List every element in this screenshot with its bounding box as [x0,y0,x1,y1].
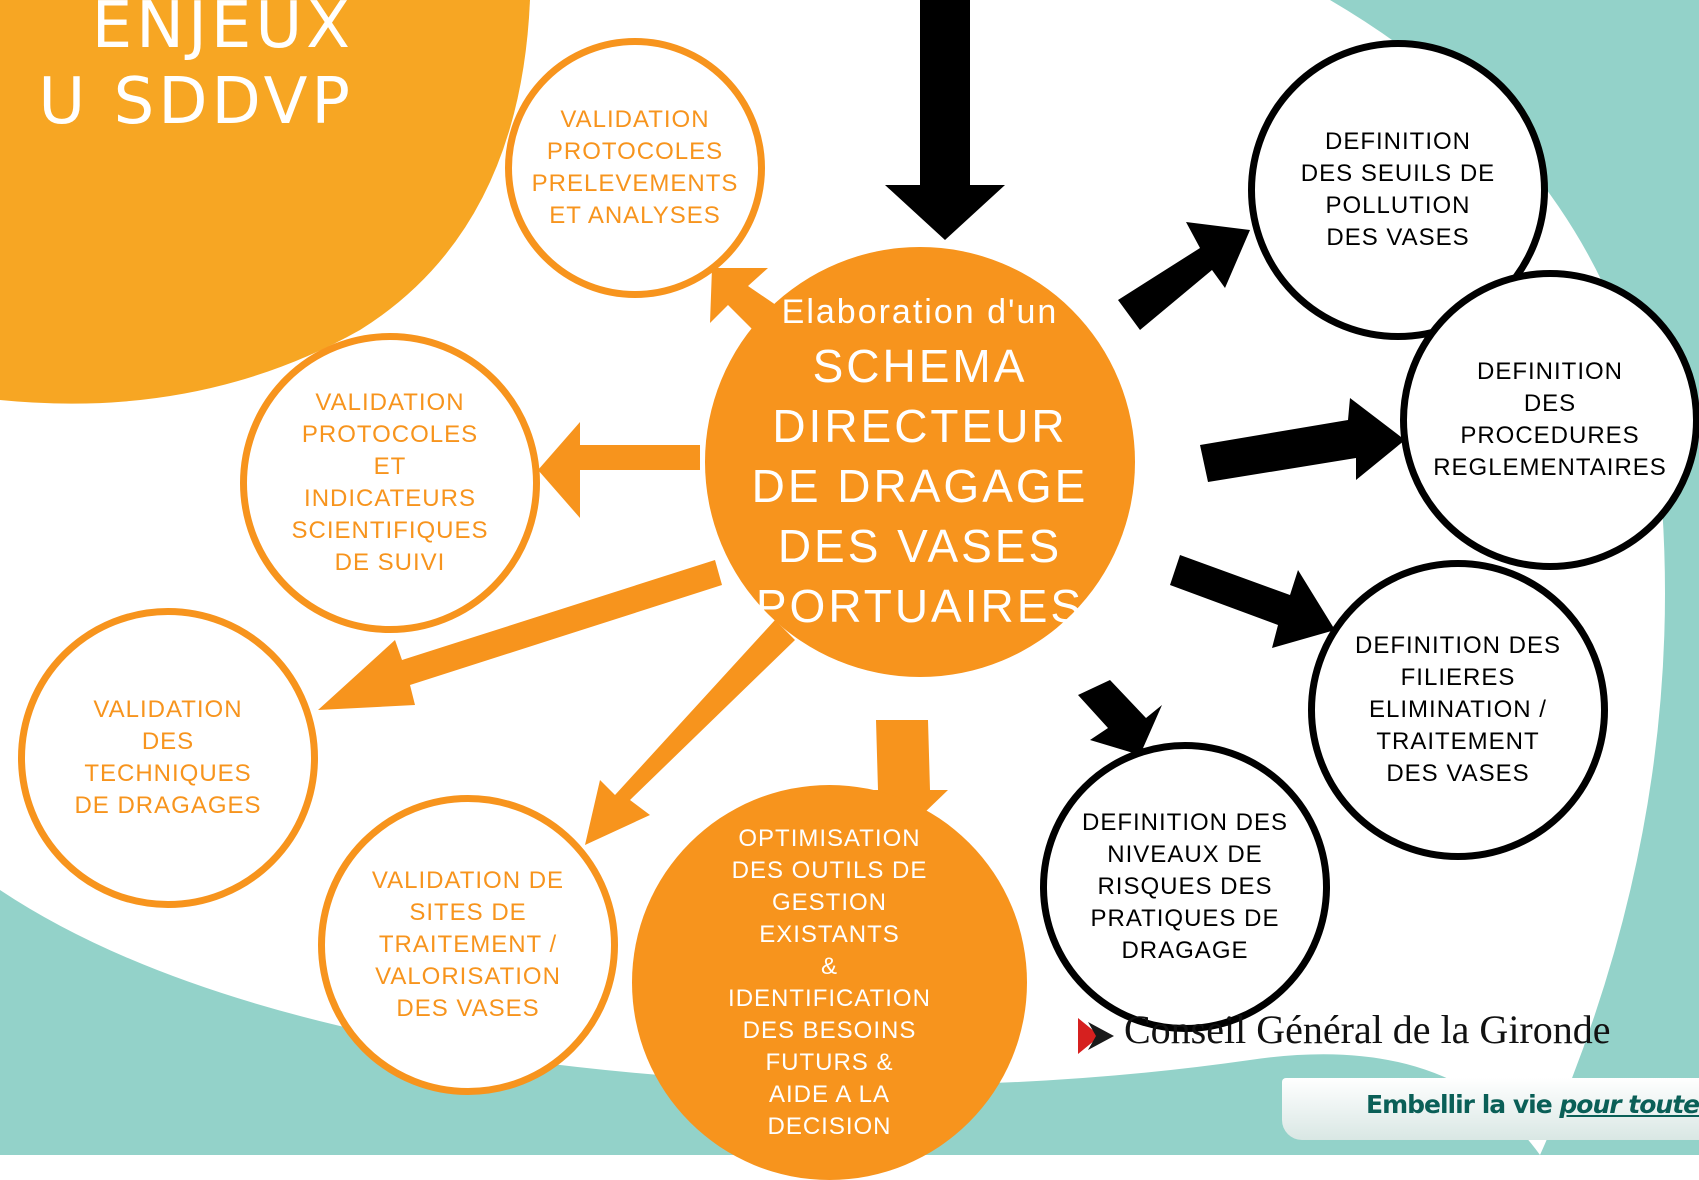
node-text-line: VALIDATION [93,696,243,723]
node-text-line: DES BESOINS [742,1016,917,1044]
center-line: PORTUAIRES [755,580,1085,632]
logo-tagline: Embellir la vie pour toute la vie [1366,1090,1699,1119]
node-text-line: PROCEDURES [1460,422,1640,449]
node-text-line: VALIDATION [560,106,710,133]
node-text-line: TRAITEMENT [1376,728,1540,755]
orange-corner-disc [0,0,530,404]
node-text-line: DEFINITION DES [1354,632,1561,659]
node-validation-techniques: VALIDATION DES TECHNIQUES DE DRAGAGES [18,608,318,908]
arrow-to-seuils [1118,222,1250,330]
node-validation-prelevements: VALIDATION PROTOCOLES PRELEVEMENTS ET AN… [505,38,765,298]
tagline-emphasis: pour toute la vie [1559,1090,1699,1119]
node-text-line: DES SEUILS DE [1300,160,1496,187]
node-text-line: SITES DE [409,899,527,926]
center-line: DE DRAGAGE [751,460,1089,512]
node-text-line: DEFINITION DES [1081,809,1288,836]
logo-arrow-icon [1078,1018,1114,1054]
node-text-line: PROTOCOLES [301,421,479,448]
node-text-line: DES VASES [396,995,540,1022]
node-text-line: VALORISATION [375,963,561,990]
node-text-line: FUTURS & [765,1048,894,1076]
node-text-line: FILIERES [1400,664,1516,691]
node-text-line: DECISION [767,1112,892,1140]
node-text-line: REGLEMENTAIRES [1433,454,1667,481]
node-text-line: IDENTIFICATION [728,984,931,1012]
node-text-line: PRELEVEMENTS [531,170,739,197]
node-text-line: DE DRAGAGES [74,792,262,819]
teal-band-bottom [0,890,1540,1155]
node-text-line: AIDE A LA [768,1080,891,1108]
node-definition-procedures: DEFINITION DES PROCEDURES REGLEMENTAIRES [1400,270,1699,570]
node-text-line: TRAITEMENT / [378,931,558,958]
arrow-to-validation-techniques [318,560,722,710]
tagline-start: Embellir la vie [1366,1090,1553,1119]
node-text-line: PROTOCOLES [546,138,724,165]
logo-name: Conseil Général de la Gironde [1124,1007,1611,1052]
arrow-to-validation-sites [585,620,795,845]
node-text-line: EXISTANTS [759,920,900,948]
orange-arrows [318,268,948,845]
center-node: Elaboration d'un SCHEMA DIRECTEUR DE DRA… [705,247,1135,677]
node-text-line: ET ANALYSES [549,202,721,229]
node-text-line: DEFINITION [1476,358,1623,385]
node-text-line: ET [373,453,407,480]
logo-tagline-box: Embellir la vie pour toute la vie [1282,1078,1699,1140]
node-text-line: SCIENTIFIQUES [291,517,489,544]
node-validation-sites: VALIDATION DE SITES DE TRAITEMENT / VALO… [318,795,618,1095]
node-text-line: OPTIMISATION [738,824,921,852]
down-arrow [885,0,1005,240]
center-subtitle: Elaboration d'un [781,293,1059,331]
node-text-line: DES VASES [1326,224,1470,251]
page-title: ENJEUX U SDDVP [0,0,354,140]
node-validation-suivi: VALIDATION PROTOCOLES ET INDICATEURS SCI… [240,333,540,633]
node-text-line: & [820,952,838,980]
conseil-general-logo: Conseil Général de la Gironde Embellir l… [1052,1000,1699,1160]
node-definition-niveaux: DEFINITION DES NIVEAUX DE RISQUES DES PR… [1040,742,1330,1032]
node-text-line: GESTION [771,888,887,916]
node-text-line: VALIDATION [315,389,465,416]
center-line: SCHEMA [812,340,1028,392]
node-text-line: RISQUES DES [1097,873,1273,900]
node-definition-filieres: DEFINITION DES FILIERES ELIMINATION / TR… [1308,560,1608,860]
center-line: DIRECTEUR [772,400,1068,452]
center-line: DES VASES [777,520,1063,572]
node-text-line: INDICATEURS [304,485,476,512]
node-text-line: DES [141,728,195,755]
title-line-1: ENJEUX [91,0,354,63]
node-text-line: NIVEAUX DE [1107,841,1263,868]
node-text-line: PRATIQUES DE [1090,905,1280,932]
node-text-line: DES OUTILS DE [731,856,928,884]
black-arrows [1078,222,1405,755]
node-optimisation: OPTIMISATION DES OUTILS DE GESTION EXIST… [632,785,1027,1180]
arrow-to-filieres [1170,555,1335,648]
node-text-line: VALIDATION DE [371,867,565,894]
arrow-to-validation-suivi [538,422,700,518]
node-text-line: DES VASES [1386,760,1530,787]
arrow-to-niveaux [1078,680,1162,755]
node-text-line: DRAGAGE [1121,937,1249,964]
node-text-line: POLLUTION [1325,192,1471,219]
node-text-line: DE SUIVI [334,549,446,576]
node-text-line: DES [1523,390,1577,417]
node-text-line: ELIMINATION / [1369,696,1547,723]
node-text-line: TECHNIQUES [84,760,252,787]
node-text-line: DEFINITION [1325,128,1471,155]
arrow-to-procedures [1200,398,1405,482]
title-line-2: U SDDVP [38,65,354,139]
